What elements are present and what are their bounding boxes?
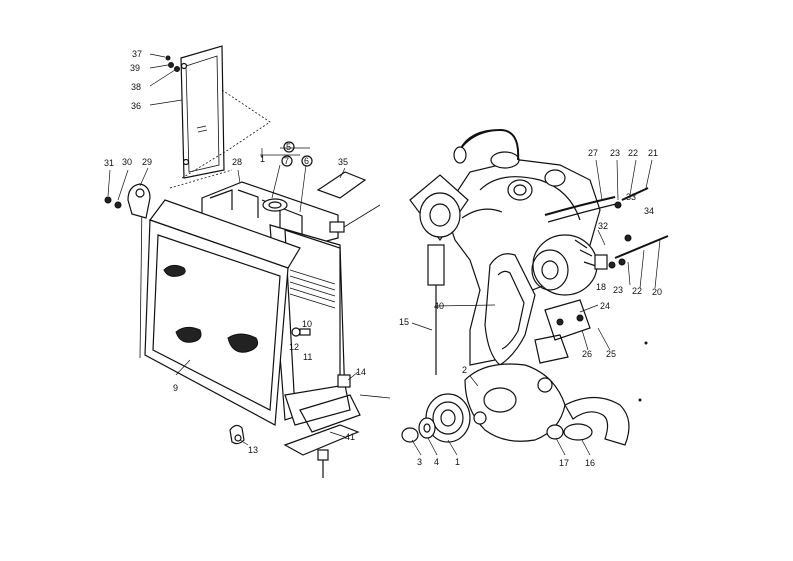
callout-3: 3 xyxy=(417,457,422,467)
callout-31: 31 xyxy=(104,158,114,168)
leader-lines xyxy=(107,53,661,456)
callout-4: 4 xyxy=(434,457,439,467)
stray-marks xyxy=(638,341,648,402)
callout-2: 2 xyxy=(462,365,467,375)
callout-30: 30 xyxy=(122,157,132,167)
callout-1-top: 1 xyxy=(260,154,265,164)
callout-6: 6 xyxy=(304,156,309,166)
callout-5: 5 xyxy=(286,142,291,152)
callout-40: 40 xyxy=(434,301,444,311)
callout-18: 18 xyxy=(596,282,606,292)
callout-34: 34 xyxy=(644,206,654,216)
mounting-bolts xyxy=(608,187,669,269)
callout-23-bottom: 23 xyxy=(613,285,623,295)
alternator xyxy=(531,234,608,296)
callout-10: 10 xyxy=(302,319,312,329)
crank-pulley xyxy=(401,393,471,443)
callout-28: 28 xyxy=(232,157,242,167)
water-pump-housing xyxy=(464,363,566,442)
callout-13: 13 xyxy=(248,445,258,455)
callout-7: 7 xyxy=(284,156,289,166)
callout-21: 21 xyxy=(648,148,658,158)
alternator-bracket xyxy=(534,299,591,364)
callout-23-top: 23 xyxy=(610,148,620,158)
label-plate xyxy=(316,171,367,199)
callout-22-bottom: 22 xyxy=(632,286,642,296)
callout-32: 32 xyxy=(598,221,608,231)
callout-labels: 37 39 38 36 31 30 29 28 1 5 7 6 35 9 10 … xyxy=(104,49,662,468)
callout-16: 16 xyxy=(585,458,595,468)
callout-12: 12 xyxy=(289,342,299,352)
callout-33: 33 xyxy=(626,192,636,202)
radiator-mounting-frame xyxy=(169,45,271,189)
timing-cover xyxy=(484,253,536,366)
fan-hub xyxy=(409,174,469,375)
callout-1-bottom: 1 xyxy=(455,457,460,467)
radiator-top-tank xyxy=(201,181,381,249)
callout-11: 11 xyxy=(303,352,312,362)
lower-support-bracket xyxy=(283,394,391,478)
callout-41: 41 xyxy=(345,432,355,442)
callout-9: 9 xyxy=(173,383,178,393)
callout-20: 20 xyxy=(652,287,662,297)
adjusting-strap xyxy=(544,196,617,223)
callout-27: 27 xyxy=(588,148,598,158)
callout-29: 29 xyxy=(142,157,152,167)
drain-cock xyxy=(229,424,245,445)
callout-38: 38 xyxy=(131,82,141,92)
callout-35: 35 xyxy=(338,157,348,167)
callout-39: 39 xyxy=(130,63,140,73)
callout-15: 15 xyxy=(399,317,409,327)
callout-25: 25 xyxy=(606,349,616,359)
drain-fitting xyxy=(291,327,311,337)
callout-36: 36 xyxy=(131,101,141,111)
upper-coolant-pipe xyxy=(453,128,520,164)
upper-bracket xyxy=(104,183,151,219)
radiator-shroud-panel xyxy=(139,199,301,426)
lower-coolant-hose xyxy=(546,396,630,446)
mounting-screws xyxy=(165,55,180,72)
callout-14: 14 xyxy=(356,367,366,377)
callout-26: 26 xyxy=(582,349,592,359)
callout-37: 37 xyxy=(132,49,142,59)
callout-24: 24 xyxy=(600,301,610,311)
callout-22-top: 22 xyxy=(628,148,638,158)
callout-17: 17 xyxy=(559,458,569,468)
